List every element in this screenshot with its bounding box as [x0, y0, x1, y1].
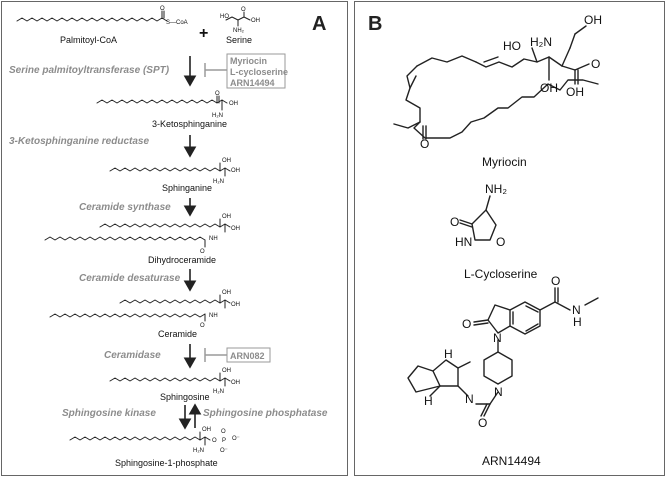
svg-text:OH: OH [231, 168, 240, 174]
svg-text:O⁻: O⁻ [232, 436, 240, 442]
svg-text:NH₂: NH₂ [233, 28, 245, 34]
arn-h-2: H [424, 394, 433, 408]
sphinganine-label: Sphinganine [162, 183, 212, 193]
svg-text:HO: HO [220, 14, 229, 20]
svg-text:OH: OH [222, 214, 231, 220]
svg-text:O: O [212, 438, 217, 444]
plus-sign: + [199, 25, 208, 42]
arn-n-indole: N [493, 331, 502, 345]
cycloserine-hn: HN [455, 235, 472, 249]
arn14494-name: ARN14494 [482, 454, 541, 468]
svg-text:O: O [200, 249, 205, 255]
inhibitor-arn082: ARN082 [230, 351, 265, 361]
cycloserine-nh2: NH₂ [485, 182, 507, 196]
enzyme-des: Ceramide desaturase [79, 273, 181, 284]
svg-text:S—CoA: S—CoA [166, 20, 188, 26]
svg-text:H₂N: H₂N [213, 389, 224, 395]
myriocin-o: O [591, 57, 600, 71]
cycloserine-o-keto: O [450, 215, 459, 229]
arn-n-bicyclic: N [465, 392, 474, 406]
myriocin-o-keto: O [420, 137, 429, 151]
svg-text:O: O [160, 6, 165, 12]
enzyme-cdase: Ceramidase [104, 350, 161, 361]
palmitoyl-coa-structure: O S—CoA [16, 6, 188, 26]
myriocin-h2n: H₂N [530, 35, 552, 49]
enzyme-cers: Ceramide synthase [79, 202, 171, 213]
sphingosine-label: Sphingosine [160, 392, 210, 402]
svg-text:OH: OH [222, 158, 231, 164]
svg-text:O: O [241, 7, 246, 13]
myriocin-ho-1: HO [503, 39, 521, 53]
arn-n-piperidine: N [494, 385, 503, 399]
dihydroceramide-label: Dihydroceramide [148, 255, 216, 265]
svg-text:OH: OH [202, 427, 211, 433]
ceramide-label: Ceramide [158, 329, 197, 339]
l-cycloserine-name: L-Cycloserine [464, 267, 538, 281]
enzyme-sphk: Sphingosine kinase [62, 408, 156, 419]
dihydroceramide-structure: OH OH O NH [44, 214, 240, 255]
panel-b-frame [354, 1, 665, 476]
arn-h-amide: H [573, 315, 582, 329]
spt-inhibitor-box [226, 53, 286, 89]
svg-text:OH: OH [231, 226, 240, 232]
svg-text:O: O [215, 91, 220, 97]
svg-text:O: O [221, 429, 226, 435]
svg-text:P: P [222, 438, 226, 444]
arn-o-carbonyl: O [478, 416, 487, 430]
svg-text:NH: NH [209, 236, 218, 242]
enzyme-ksr: 3-Ketosphinganine reductase [9, 136, 149, 147]
sphinganine-structure: OH OH H₂N [109, 158, 240, 185]
myriocin-oh-2: OH [566, 85, 584, 99]
serine-structure: HO NH₂ O OH [220, 7, 260, 34]
panel-b-letter: B [368, 13, 382, 35]
inhibitor-l-cycloserine: L-cycloserine [230, 67, 288, 77]
svg-text:OH: OH [222, 368, 231, 374]
svg-text:H₂N: H₂N [213, 179, 224, 185]
cycloserine-o-ring: O [496, 235, 505, 249]
ceramide-structure: OH OH O NH [49, 290, 240, 329]
myriocin-oh-top: OH [584, 13, 602, 27]
ketosphinganine-label: 3-Ketosphinganine [152, 119, 227, 129]
s1p-structure: OH H₂N O P O⁻ O O⁻ [69, 427, 240, 454]
s1p-label: Sphingosine-1-phosphate [115, 458, 218, 468]
svg-text:NH: NH [209, 313, 218, 319]
arn14494-structure [407, 287, 599, 417]
serine-label: Serine [226, 35, 252, 45]
sphingosine-structure: OH OH H₂N [109, 368, 240, 395]
arn-h-1: H [444, 347, 453, 361]
svg-text:OH: OH [231, 302, 240, 308]
svg-text:H₂N: H₂N [193, 448, 204, 454]
inhibitor-arn14494: ARN14494 [230, 78, 275, 88]
svg-text:H₂N: H₂N [212, 113, 223, 119]
arn-o-lactam: O [462, 317, 471, 331]
arn-o-amide: O [551, 274, 560, 288]
svg-text:OH: OH [251, 18, 260, 24]
myriocin-structure [393, 25, 599, 140]
panel-a-frame [1, 1, 348, 476]
myriocin-name: Myriocin [482, 155, 527, 169]
svg-text:OH: OH [231, 380, 240, 386]
inhibitor-myriocin: Myriocin [230, 56, 267, 66]
svg-text:O: O [200, 323, 205, 329]
svg-text:OH: OH [229, 101, 238, 107]
enzyme-spt: Serine palmitoyltransferase (SPT) [9, 65, 170, 76]
l-cycloserine-structure [459, 195, 497, 241]
panel-a-letter: A [312, 13, 326, 35]
palmitoyl-coa-label: Palmitoyl-CoA [60, 35, 117, 45]
ketosphinganine-structure: O OH H₂N [96, 91, 238, 119]
myriocin-oh-1: OH [540, 81, 558, 95]
svg-text:OH: OH [222, 290, 231, 296]
cdase-inhibitor-box [226, 347, 271, 363]
arn-n-amide: N [572, 303, 581, 317]
enzyme-spp: Sphingosine phosphatase [203, 408, 328, 419]
svg-text:O⁻: O⁻ [220, 448, 228, 454]
